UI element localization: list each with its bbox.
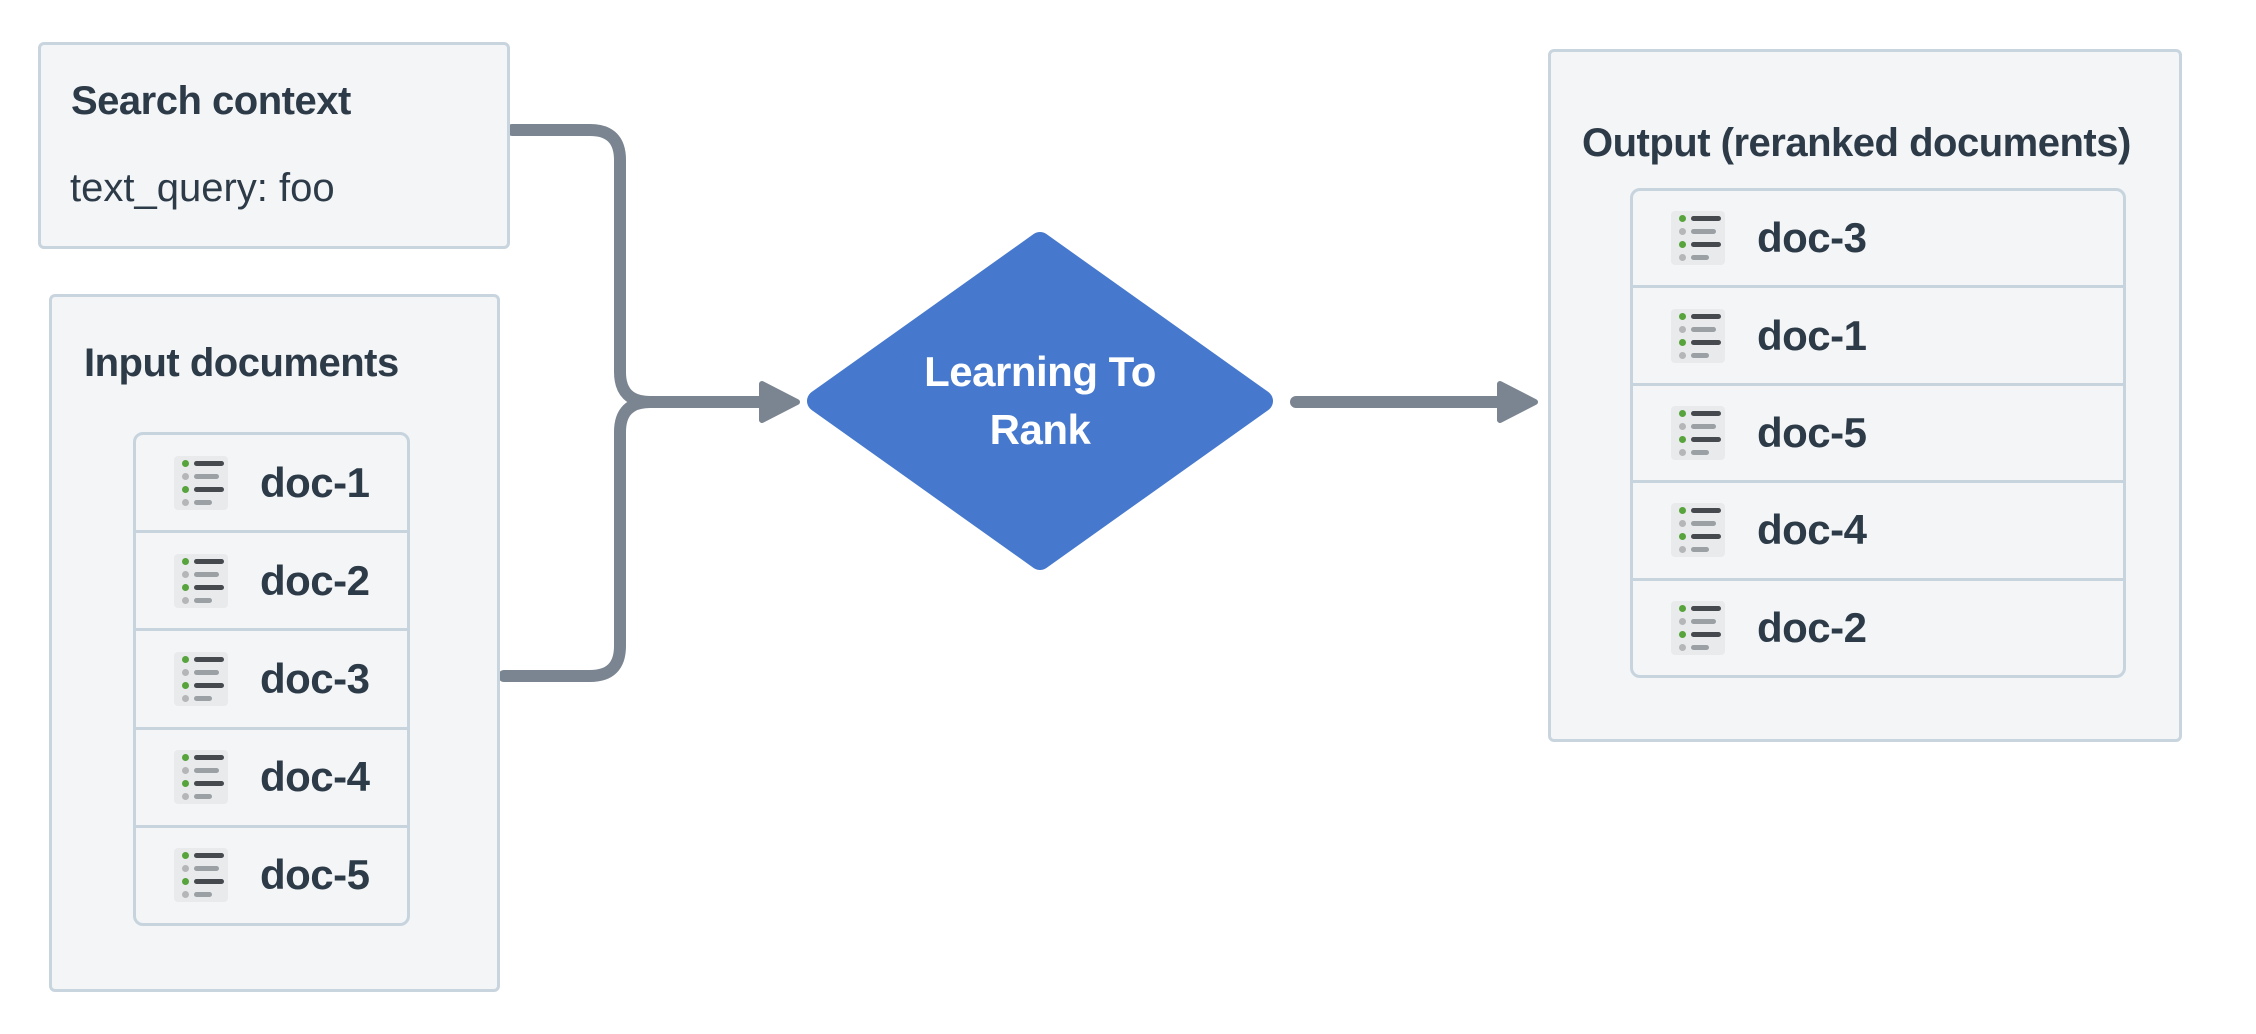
bullet-list-icon xyxy=(174,455,228,510)
bullet-list-icon xyxy=(1671,308,1725,363)
bullet-list-icon xyxy=(1671,406,1725,461)
diamond-label: Learning To Rank xyxy=(808,233,1272,569)
bullet-list-icon xyxy=(174,750,228,805)
bullet-list-icon xyxy=(174,553,228,608)
bullet-list-icon xyxy=(1671,503,1725,558)
doc-row: doc-2 xyxy=(1633,577,2123,675)
bullet-list-icon xyxy=(174,652,228,706)
output-title: Output (reranked documents) xyxy=(1582,121,2131,165)
doc-label: doc-4 xyxy=(1757,506,1867,554)
diamond-label-line1: Learning To xyxy=(924,348,1156,395)
doc-label: doc-1 xyxy=(1757,311,1867,359)
doc-label: doc-3 xyxy=(1757,214,1867,262)
doc-row: doc-5 xyxy=(136,824,407,923)
search-context-box: Search context text_query: foo xyxy=(38,42,510,249)
doc-row: doc-5 xyxy=(1633,382,2123,480)
doc-label: doc-2 xyxy=(260,556,370,604)
bullet-list-icon xyxy=(174,848,228,903)
diamond-label-line2: Rank xyxy=(989,406,1091,453)
connector-from-input-documents xyxy=(498,396,656,682)
connector-from-search-context xyxy=(506,124,656,408)
doc-row: doc-3 xyxy=(136,628,407,726)
search-context-query: text_query: foo xyxy=(70,166,335,210)
bullet-list-icon xyxy=(1671,600,1725,655)
arrowhead-into-diamond xyxy=(759,381,800,423)
arrowhead-into-output xyxy=(1497,381,1538,423)
doc-row: doc-3 xyxy=(1633,191,2123,285)
doc-row: doc-2 xyxy=(136,530,407,628)
bullet-list-icon xyxy=(1671,211,1725,266)
input-documents-list: doc-1 doc-2 doc-3 doc-4 doc-5 xyxy=(133,432,410,926)
search-context-title: Search context xyxy=(71,79,351,123)
doc-row: doc-4 xyxy=(136,726,407,825)
doc-row: doc-4 xyxy=(1633,480,2123,577)
doc-row: doc-1 xyxy=(136,435,407,530)
output-documents-list: doc-3 doc-1 doc-5 doc-4 doc-2 xyxy=(1630,188,2126,678)
doc-label: doc-5 xyxy=(1757,409,1867,457)
doc-label: doc-5 xyxy=(260,851,370,899)
doc-row: doc-1 xyxy=(1633,285,2123,382)
doc-label: doc-1 xyxy=(260,458,370,506)
doc-label: doc-3 xyxy=(260,655,370,702)
doc-label: doc-2 xyxy=(1757,603,1867,651)
input-documents-title: Input documents xyxy=(84,341,399,385)
doc-label: doc-4 xyxy=(260,753,370,801)
